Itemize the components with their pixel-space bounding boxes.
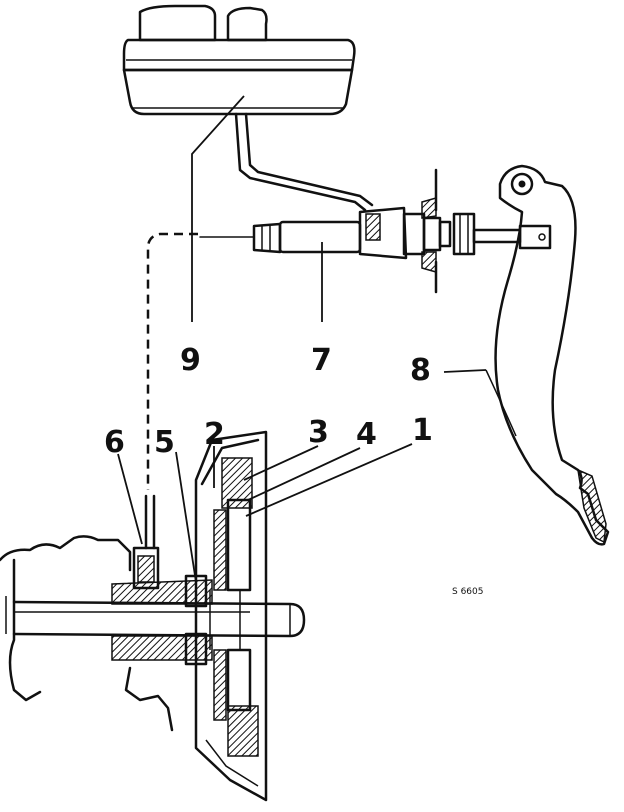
clutch-pedal [485, 164, 610, 546]
engine-block [0, 535, 174, 732]
feed-pipe [234, 112, 374, 212]
leader-lines [117, 95, 487, 583]
callout-7: 7 [311, 343, 332, 378]
master-cylinder [252, 206, 552, 260]
callout-4: 4 [356, 417, 377, 452]
bulkhead [421, 168, 438, 294]
figure-reference: S 6605 [452, 587, 483, 597]
callout-9: 9 [180, 343, 201, 378]
callout-labels: 9 7 8 6 5 2 3 4 1 S 6605 [104, 343, 483, 597]
fluid-reservoir [122, 4, 356, 116]
callout-3: 3 [308, 415, 329, 450]
callout-2: 2 [204, 417, 225, 452]
callout-8: 8 [410, 353, 431, 388]
callout-6: 6 [104, 425, 125, 460]
callout-5: 5 [154, 425, 175, 460]
input-shaft [12, 600, 306, 638]
slave-cylinder [111, 494, 213, 666]
callout-1: 1 [412, 413, 433, 448]
hydraulic-line [146, 232, 255, 490]
clutch-housing [194, 430, 268, 802]
